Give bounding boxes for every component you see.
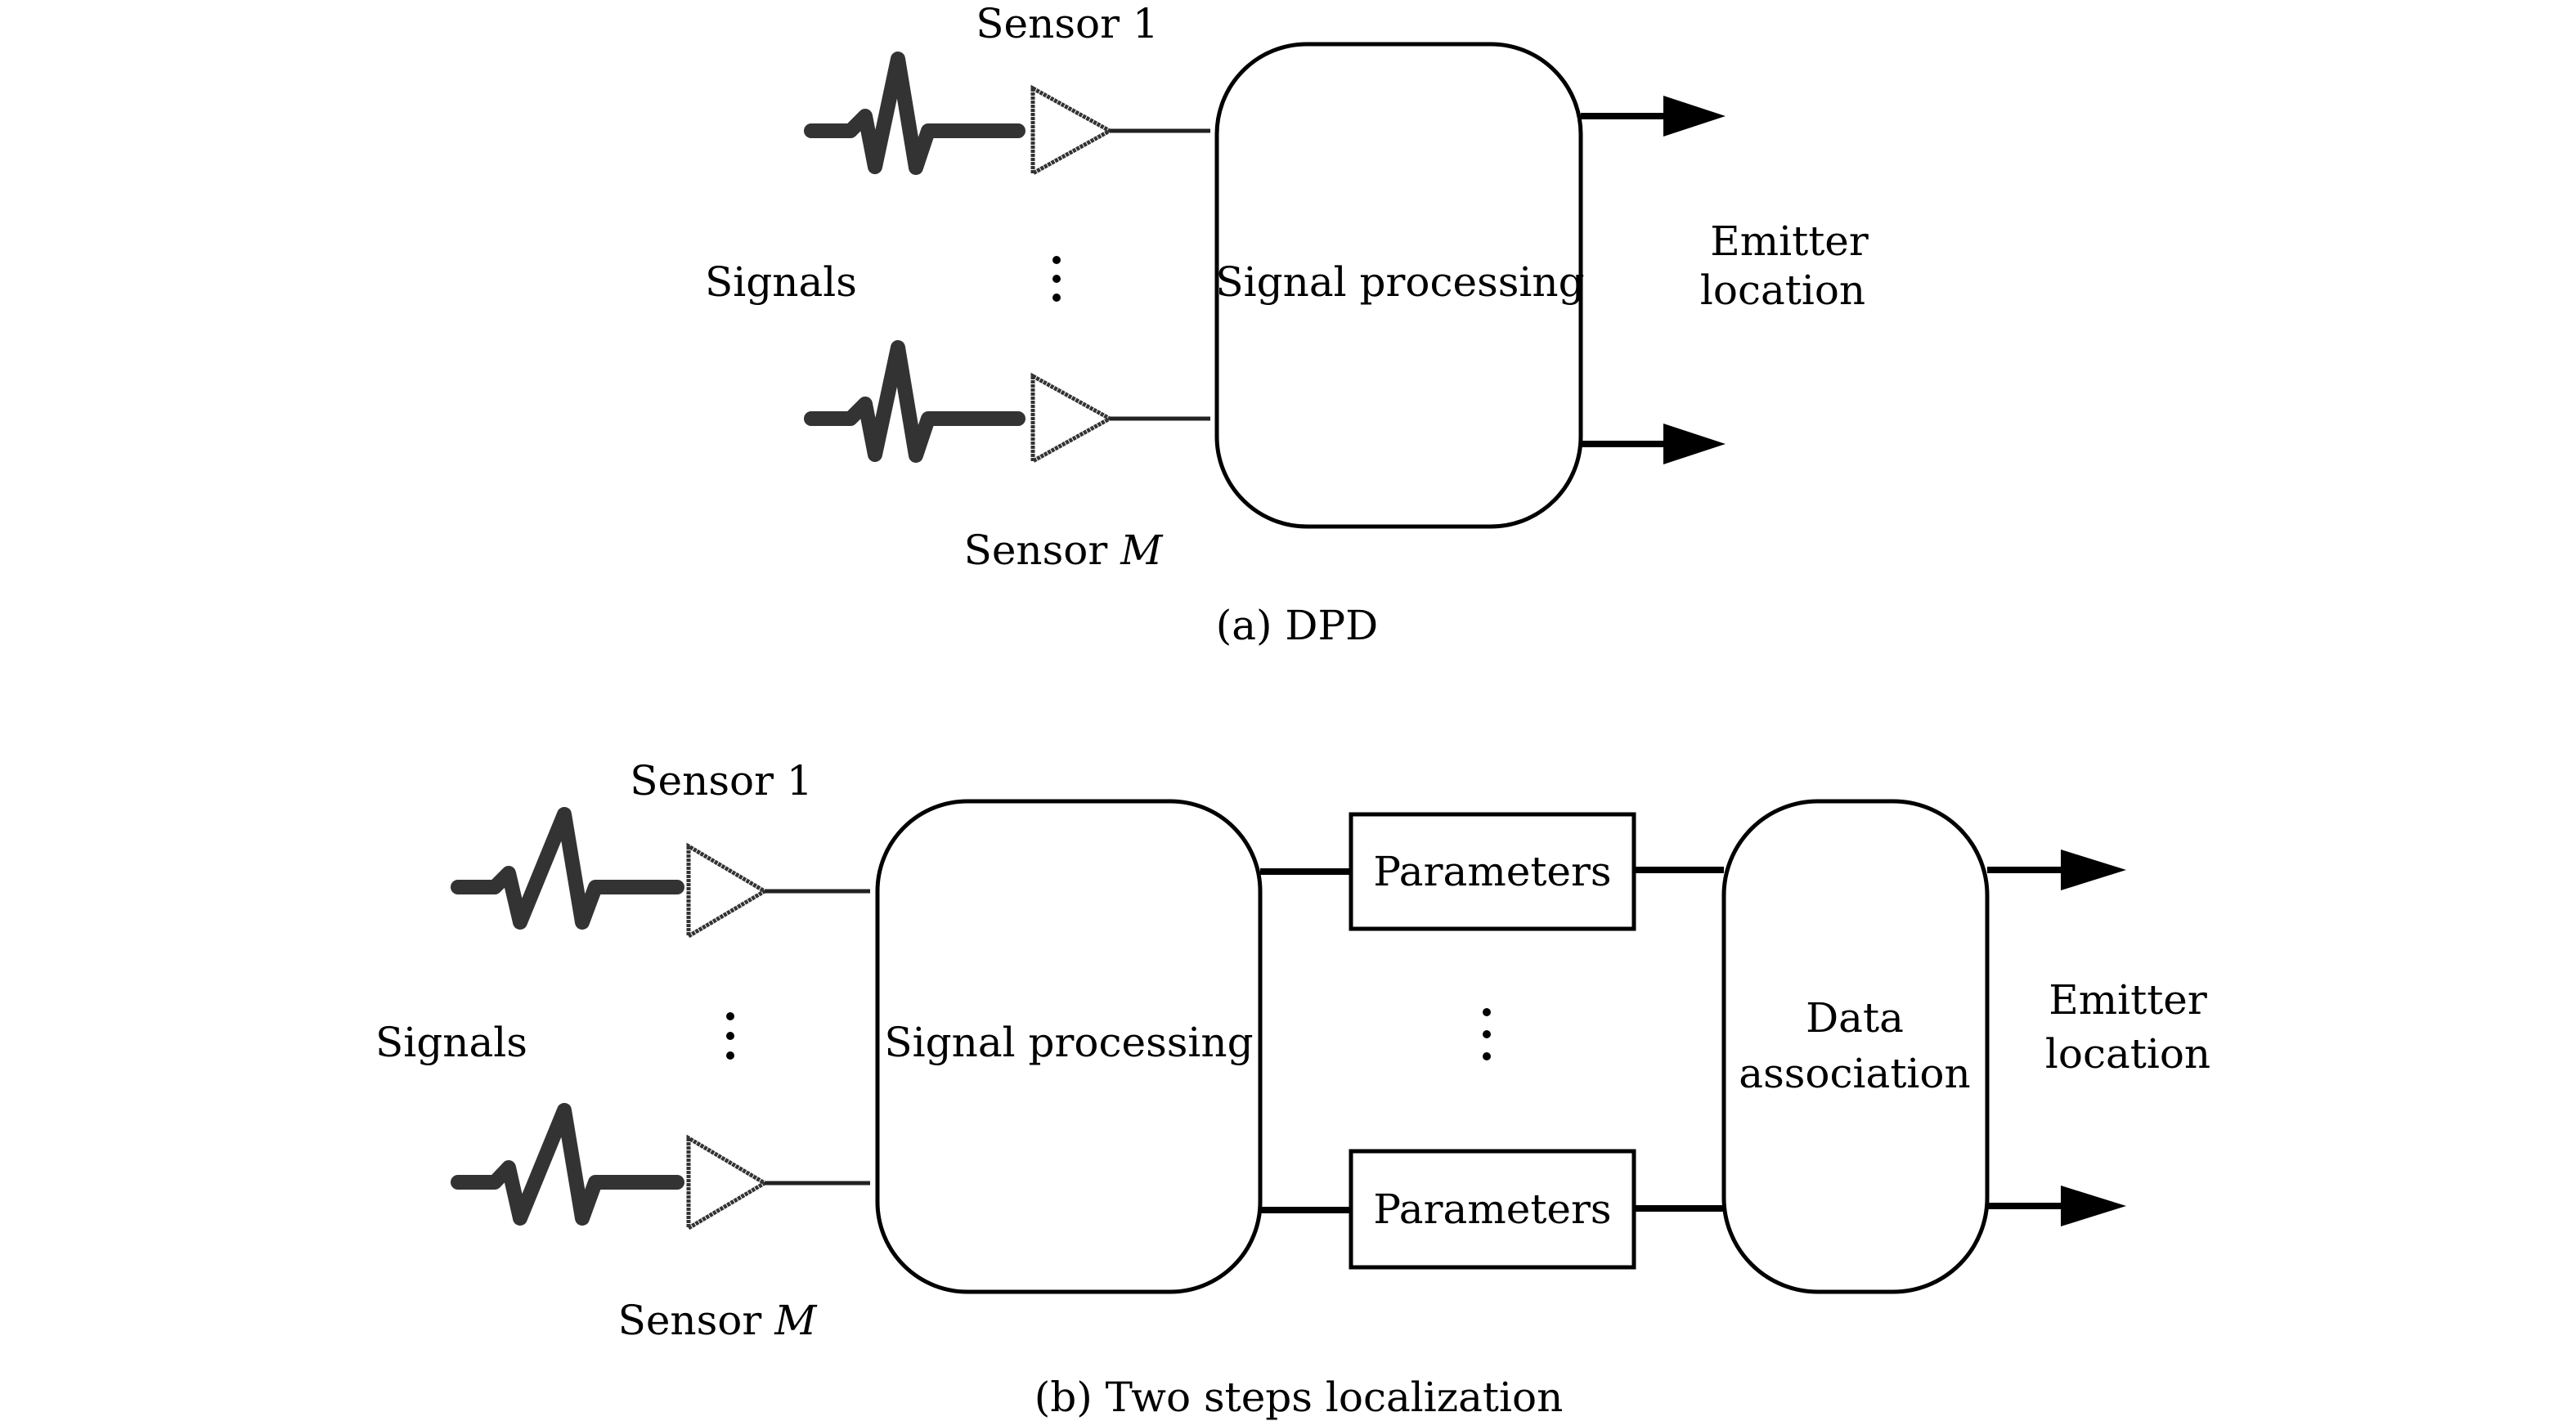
panel-a-signals-label: Signals (705, 258, 857, 306)
panel-b-sensor-m-label: Sensor M (618, 1297, 819, 1344)
panel-a-signal-processing-label: Signal processing (1215, 258, 1584, 306)
panel-b-signals-label: Signals (375, 1019, 527, 1066)
signal-wave-icon (804, 52, 1025, 175)
arrowhead-icon (2061, 1186, 2126, 1226)
panel-a-emitter-label-line2: location (1700, 267, 1865, 314)
panel-a-sensor-ellipsis (1052, 256, 1061, 302)
panel-b-output-arrow-bottom (1987, 1186, 2126, 1226)
data-association-label-line2: association (1739, 1050, 1970, 1097)
panel-a-dpd: Sensor 1 Signals Sensor M Signal process… (705, 0, 1869, 649)
panel-b-caption: (b) Two steps localization (1034, 1374, 1564, 1421)
panel-b-sensor-1-label: Sensor 1 (630, 757, 812, 805)
parameters-label-bottom: Parameters (1373, 1186, 1611, 1233)
panel-a-output-arrow-bottom (1581, 424, 1726, 464)
amplifier-icon (1030, 84, 1115, 177)
panel-b-emitter-label-line2: location (2045, 1030, 2210, 1078)
panel-a-emitter-label-line1: Emitter (1710, 217, 1869, 265)
arrowhead-icon (1663, 96, 1726, 137)
arrowhead-icon (1663, 424, 1726, 464)
signal-wave-icon (451, 1103, 684, 1226)
panel-b-emitter-label-line1: Emitter (2049, 976, 2207, 1024)
panel-b-sensor-m (451, 1103, 870, 1232)
panel-a-sensor-1 (804, 52, 1210, 177)
panel-a-sensor-m (804, 340, 1210, 465)
panel-b-sensor-ellipsis (726, 1012, 734, 1060)
parameters-ellipsis (1483, 1008, 1491, 1060)
panel-b-signal-processing-block (875, 799, 1263, 1294)
panel-b-two-steps: Sensor 1 Signals Sensor M Signal process… (375, 757, 2210, 1421)
panel-b-output-arrow-top (1987, 849, 2126, 890)
parameters-label-top: Parameters (1373, 848, 1611, 895)
amplifier-icon (686, 842, 769, 940)
panel-a-caption: (a) DPD (1216, 602, 1379, 649)
amplifier-icon (686, 1134, 769, 1232)
panel-a-sensor-m-label: Sensor M (964, 527, 1165, 574)
signal-wave-icon (804, 340, 1025, 463)
panel-b-signal-processing-label: Signal processing (884, 1019, 1253, 1066)
panel-b-sensor-1 (451, 807, 870, 940)
signal-wave-icon (451, 807, 684, 930)
data-association-label-line1: Data (1806, 994, 1904, 1042)
panel-a-sensor-1-label: Sensor 1 (976, 0, 1158, 47)
amplifier-icon (1030, 372, 1115, 465)
panel-a-signal-processing-block (1214, 42, 1583, 529)
data-association-block (1721, 799, 1990, 1294)
arrowhead-icon (2061, 849, 2126, 890)
panel-a-output-arrow-top (1581, 96, 1726, 137)
